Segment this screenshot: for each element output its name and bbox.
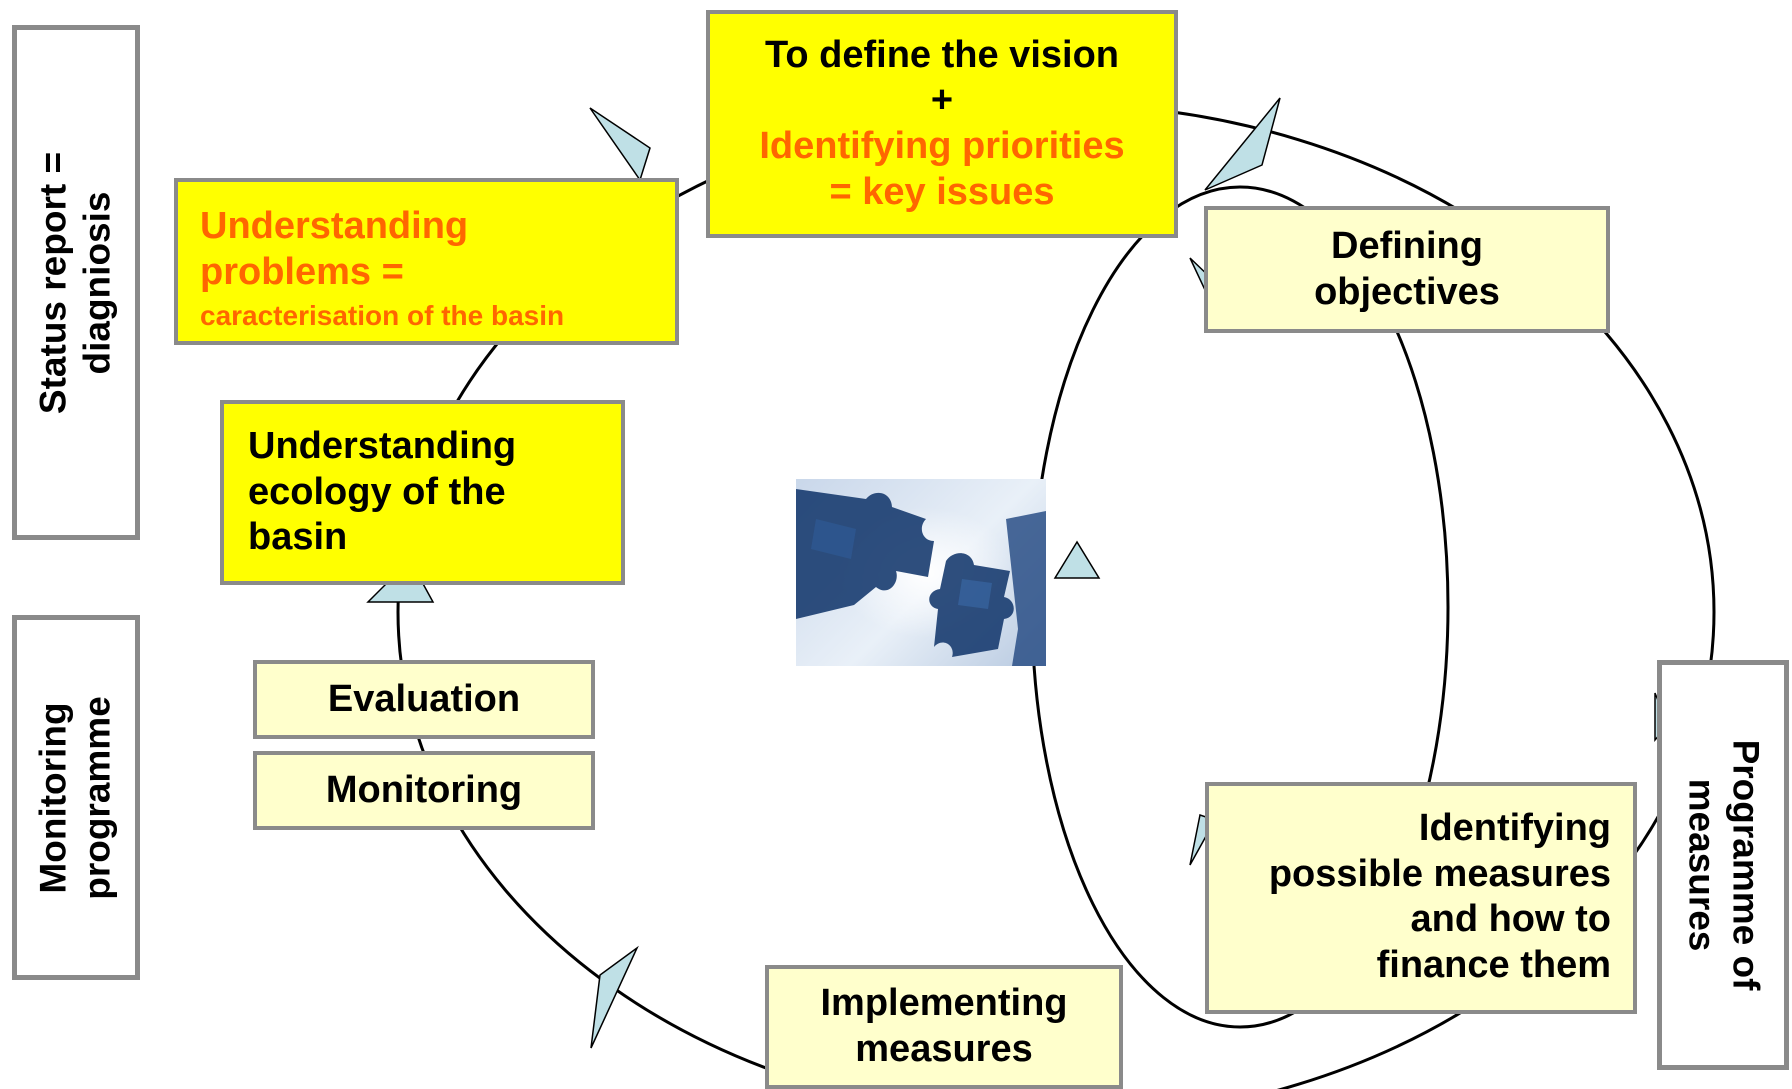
- key-issues-text: = key issues: [829, 170, 1055, 213]
- monitoring-box: Monitoring: [253, 751, 595, 830]
- status-report-label-box: Status report = diagniosis: [12, 25, 140, 540]
- objectives-line-1: Defining: [1331, 224, 1483, 267]
- arrowhead-top-right: [1204, 97, 1281, 191]
- measures-line-2: possible measures: [1268, 852, 1611, 895]
- objectives-line-2: objectives: [1314, 270, 1500, 313]
- puzzle-icon: [796, 479, 1046, 666]
- implementing-line-1: Implementing: [820, 982, 1068, 1025]
- measures-line-4: finance them: [1376, 943, 1611, 986]
- programme-of-measures-label: Programme of measures: [1681, 739, 1767, 991]
- basin-characterisation-text: caracterisation of the basin: [200, 300, 565, 332]
- understanding-ecology-box: Understanding ecology of the basin: [220, 400, 625, 585]
- programme-of-measures-label-box: Programme of measures: [1657, 660, 1789, 1070]
- problems-title-2: problems =: [200, 250, 404, 293]
- implementing-measures-box: Implementing measures: [765, 965, 1123, 1089]
- measures-line-3: and how to: [1410, 898, 1611, 941]
- ecology-line-1: Understanding: [248, 425, 517, 467]
- understanding-problems-box: Understanding problems = caracterisation…: [174, 178, 679, 345]
- measures-line-1: Identifying: [1418, 807, 1611, 849]
- monitoring-programme-label-box: Monitoring programme: [12, 615, 140, 980]
- monitoring-label: Monitoring: [325, 768, 523, 811]
- status-report-label: Status report = diagniosis: [32, 151, 118, 414]
- vision-title: To define the vision: [765, 33, 1119, 76]
- identifying-measures-box: Identifying possible measures and how to…: [1205, 782, 1637, 1014]
- priorities-title: Identifying priorities: [759, 125, 1125, 167]
- arrowhead-inner-left: [1053, 540, 1101, 579]
- vision-plus: +: [930, 79, 954, 122]
- implementing-line-2: measures: [855, 1028, 1033, 1070]
- evaluation-box: Evaluation: [253, 660, 595, 739]
- evaluation-label: Evaluation: [327, 677, 521, 720]
- problems-title-1: Understanding: [200, 205, 469, 247]
- arrowhead-top-left: [589, 107, 651, 182]
- ecology-line-3: basin: [248, 516, 348, 559]
- vision-priorities-box: To define the vision + Identifying prior…: [706, 10, 1178, 238]
- monitoring-programme-label: Monitoring programme: [32, 695, 118, 900]
- ecology-line-2: ecology of the: [248, 470, 506, 513]
- puzzle-pieces-image: [796, 479, 1046, 666]
- arrowhead-bottom-left: [590, 945, 639, 1049]
- defining-objectives-box: Defining objectives: [1204, 206, 1610, 333]
